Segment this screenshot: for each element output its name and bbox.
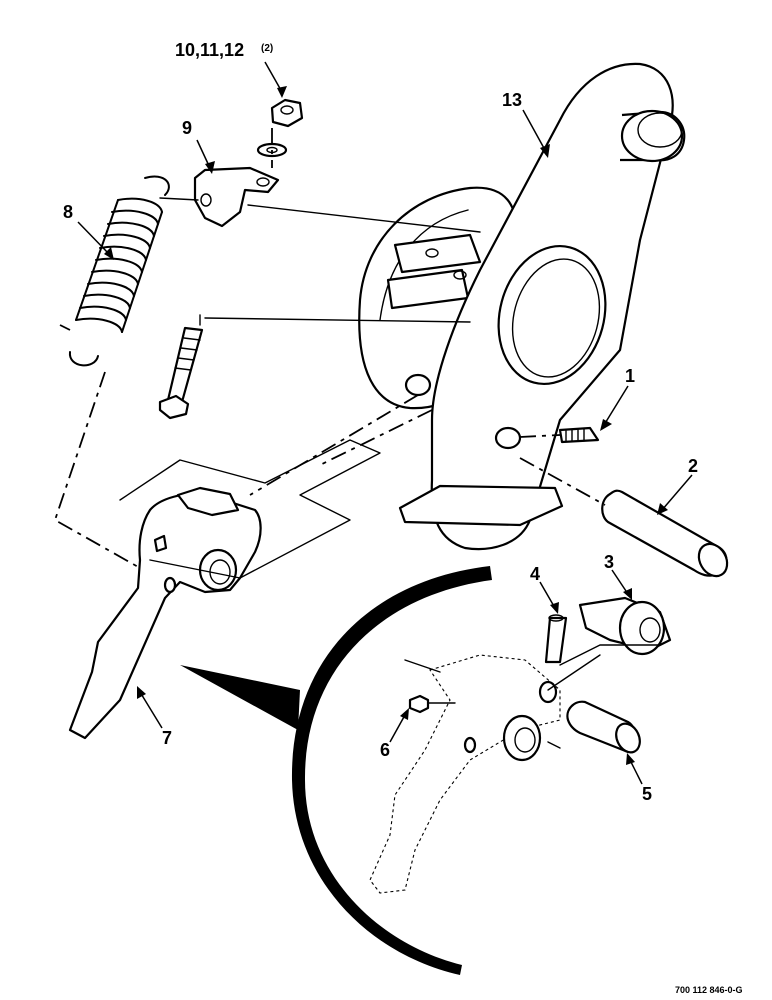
label-part-5: 5 [642, 784, 652, 804]
part-13-arm [358, 62, 686, 551]
label-part-3: 3 [604, 552, 614, 572]
part-8-spring [68, 175, 170, 367]
label-part-13: 13 [502, 90, 522, 110]
label-part-10-11-12-qty: (2) [261, 43, 273, 54]
part-9-bracket [159, 166, 280, 228]
leader-lines [77, 61, 693, 785]
part-7-lever [68, 486, 262, 740]
drawing-number: 700 112 846-0-G [675, 985, 743, 995]
label-part-1: 1 [625, 366, 635, 386]
assembly-lines [53, 204, 481, 579]
detail-inset [180, 566, 672, 975]
label-part-6: 6 [380, 740, 390, 760]
part-10-11-12-nut-washer [256, 98, 304, 168]
label-part-10-11-12: 10,11,12 [175, 40, 244, 60]
label-part-7: 7 [162, 728, 172, 748]
bolt [158, 326, 204, 420]
label-part-2: 2 [688, 456, 698, 476]
part-2-pin [519, 457, 729, 578]
label-part-9: 9 [182, 118, 192, 138]
label-part-8: 8 [63, 202, 73, 222]
label-part-4: 4 [530, 564, 540, 584]
part-1-screw [519, 426, 600, 444]
